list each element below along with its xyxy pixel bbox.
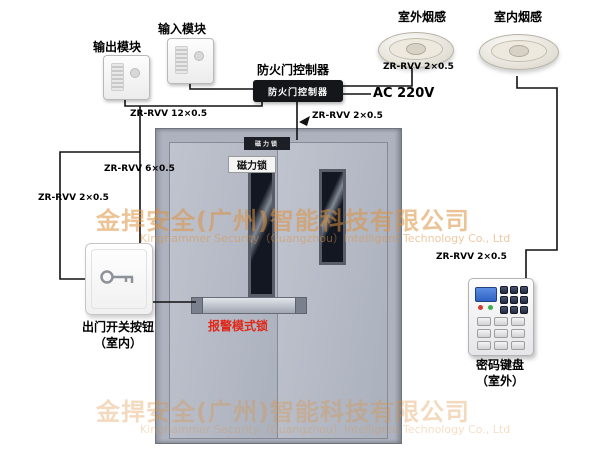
fire-door: 磁力锁 磁力锁 报警模式锁 [155,128,402,444]
keypad-keys-top [500,286,528,314]
wire-outdoor-smoke [342,68,413,87]
indoor-smoke-label: 室内烟感 [494,10,543,24]
exit-button-plate [91,249,147,309]
wire-output-to-controller [124,98,263,107]
wire-label-maglock: ZR-RVV 2×0.5 [312,111,383,121]
maglock-plate-text: 磁力锁 [254,141,279,148]
keypad-display [475,287,497,302]
maglock-label-text: 磁力锁 [237,161,267,172]
detector-core-icon [406,43,426,55]
wire-label-exit-button: ZR-RVV 2×0.5 [38,193,109,203]
wire-to-exit-button [59,151,140,280]
detector-core-icon [508,45,530,57]
password-keypad-device [468,278,534,356]
alarm-mode-lock-label: 报警模式锁 [208,319,269,333]
keypad-label-line2: （室外） [475,374,524,388]
input-module [167,38,214,84]
output-module-label: 输出模块 [93,40,142,54]
exit-button-label-line1: 出门开关按钮 [81,320,154,334]
keypad-led-red-icon [478,305,483,310]
wire-label-door-lock: ZR-RVV 6×0.5 [104,164,175,174]
output-module [103,55,150,100]
module-led-icon [130,68,140,78]
ac-power-label: AC 220V [373,86,435,101]
outdoor-smoke-detector [378,26,454,72]
exit-button-label-line2: （室内） [93,336,142,350]
fire-door-controller: 防火门控制器 [253,80,343,102]
wire-label-modules-bundle: ZR-RVV 12×0.5 [130,109,208,119]
panic-push-bar [191,297,307,314]
keypad-led-green-icon [488,305,493,310]
maglock-label: 磁力锁 [228,156,276,173]
keypad-keys-bottom [477,317,528,350]
exit-button-device [85,243,153,315]
wire-indoor-smoke-to-keypad [516,76,558,279]
wire-arrow [299,116,310,126]
outdoor-smoke-label: 室外烟感 [398,10,447,24]
module-vent-icon [175,46,188,74]
controller-title: 防火门控制器 [257,63,330,77]
input-module-label: 输入模块 [158,22,207,36]
door-glass-left [248,169,275,297]
keypad-label-line1: 密码键盘 [475,358,524,372]
wire-label-keypad: ZR-RVV 2×0.5 [436,252,507,262]
module-vent-icon [111,63,124,91]
indoor-smoke-detector [479,28,559,76]
wire-input-to-controller [189,82,253,90]
controller-box-label: 防火门控制器 [267,87,328,98]
door-glass-right [319,169,346,265]
maglock-device: 磁力锁 [244,137,290,150]
module-led-icon [194,51,204,61]
key-icon [100,270,134,284]
wire-label-smoke: ZR-RVV 2×0.5 [383,62,454,72]
